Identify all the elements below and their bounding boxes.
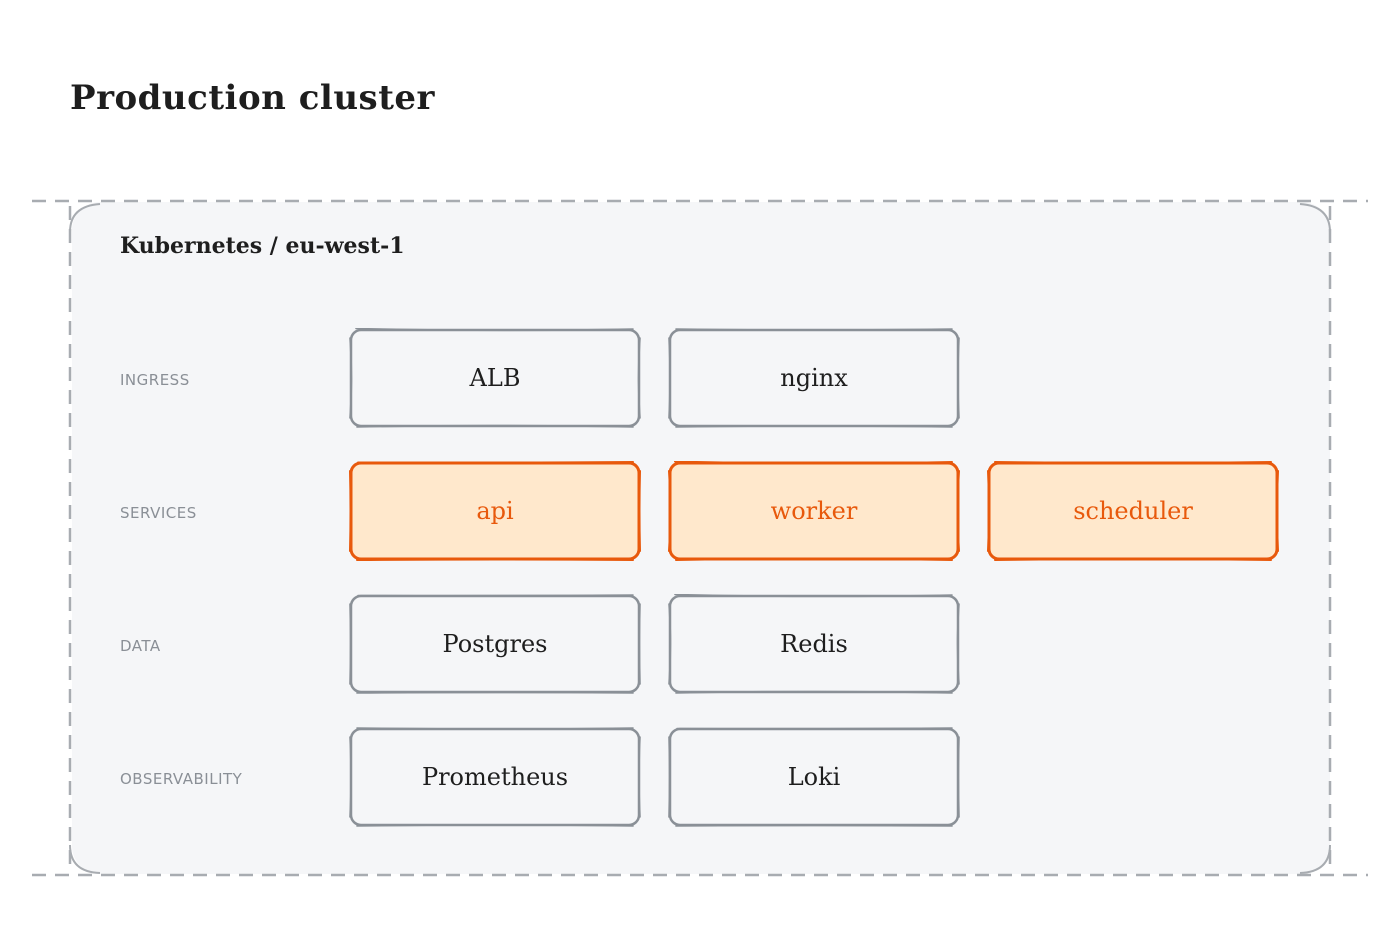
node-label: api (476, 497, 514, 525)
node-postgres[interactable]: Postgres (349, 594, 641, 694)
row-label-services: SERVICES (120, 504, 197, 522)
node-label: Loki (787, 763, 841, 791)
node-scheduler[interactable]: scheduler (987, 461, 1279, 561)
node-frame (349, 727, 641, 827)
node-label: scheduler (1073, 497, 1193, 525)
node-frame-sketch (349, 594, 641, 694)
node-frame (349, 594, 641, 694)
node-redis[interactable]: Redis (668, 594, 960, 694)
node-frame (349, 328, 641, 428)
row-label-ingress: INGRESS (120, 371, 190, 389)
node-frame (668, 594, 960, 694)
node-frame-sketch (987, 461, 1279, 561)
node-frame-sketch (349, 461, 641, 561)
node-label: Prometheus (421, 763, 569, 791)
node-prometheus[interactable]: Prometheus (349, 727, 641, 827)
node-nginx[interactable]: nginx (668, 328, 960, 428)
node-frame-sketch (668, 461, 960, 561)
node-frame (668, 461, 960, 561)
node-label: Redis (780, 630, 848, 658)
node-api[interactable]: api (349, 461, 641, 561)
row-label-observability: OBSERVABILITY (120, 770, 243, 788)
node-frame-sketch (668, 594, 960, 694)
node-label: nginx (780, 364, 848, 392)
node-frame (668, 328, 960, 428)
node-frame-sketch (668, 328, 960, 428)
node-frame-sketch (349, 328, 641, 428)
node-alb[interactable]: ALB (349, 328, 641, 428)
cluster-label: Kubernetes / eu-west-1 (120, 233, 405, 259)
node-frame-sketch (668, 727, 960, 827)
node-frame (349, 461, 641, 561)
diagram-title: Production cluster (70, 78, 435, 118)
node-worker[interactable]: worker (668, 461, 960, 561)
node-loki[interactable]: Loki (668, 727, 960, 827)
node-label: ALB (469, 364, 521, 392)
node-frame (668, 727, 960, 827)
node-frame (987, 461, 1279, 561)
node-label: worker (770, 497, 858, 525)
node-frame-sketch (349, 727, 641, 827)
row-label-data: DATA (120, 637, 161, 655)
node-label: Postgres (442, 630, 548, 658)
